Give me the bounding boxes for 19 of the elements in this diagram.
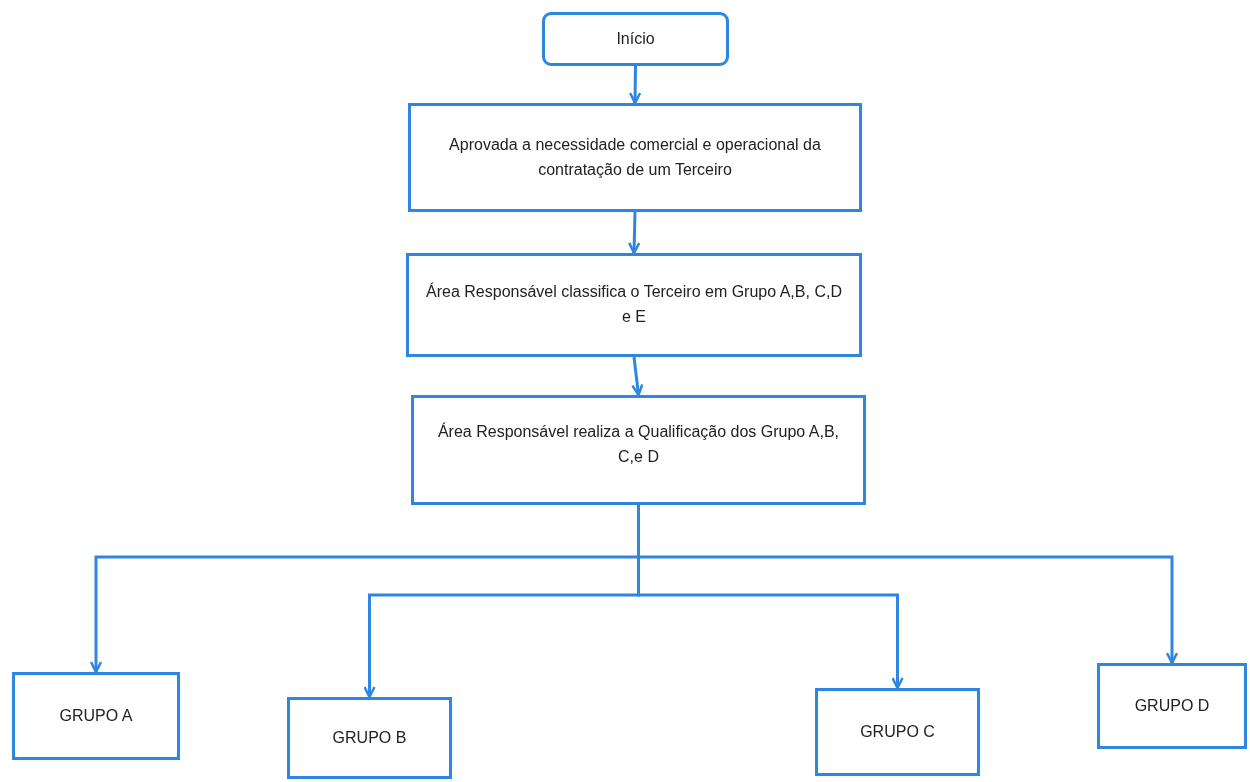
process-box	[406, 253, 862, 357]
process-box	[12, 672, 180, 760]
box-text: GRUPO D	[1134, 695, 1210, 716]
process-box	[411, 395, 866, 505]
process-box	[287, 697, 452, 779]
process-box	[815, 688, 980, 776]
box-text: GRUPO C	[860, 721, 935, 742]
box-text: Aprovada a necessidade comercial e operacional da contratação de um Terceiro	[448, 134, 822, 180]
arrow	[628, 65, 642, 105]
start-box	[542, 12, 729, 66]
arrow	[628, 211, 641, 255]
box-text: GRUPO A	[59, 705, 133, 726]
arrow	[631, 356, 644, 397]
box-text: Área Responsável realiza a Qualificação dos Grupo A,B, C,e D	[436, 421, 841, 467]
process-box	[408, 103, 862, 212]
box-text: GRUPO B	[332, 727, 407, 748]
box-text: Início	[616, 28, 655, 49]
process-box	[1097, 663, 1247, 749]
box-text: Área Responsável classifica o Terceiro em Grupo A,B, C,D e E	[425, 281, 843, 327]
